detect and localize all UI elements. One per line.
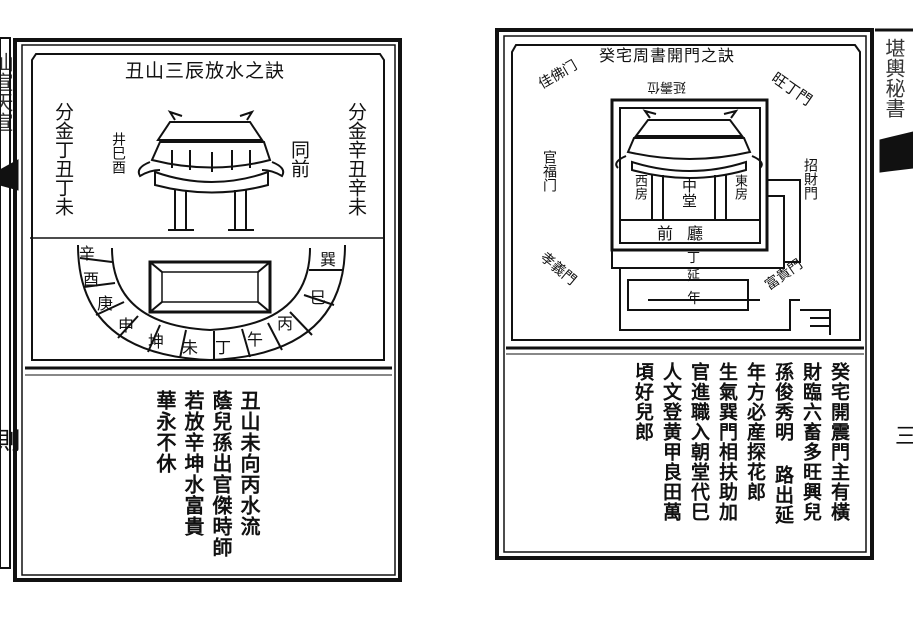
- right-verse-col-7: 人文登黄甲良田萬: [660, 362, 682, 522]
- gate-label-bottom-right: 富貴門: [762, 256, 806, 294]
- left-page-inner-frame: [21, 44, 396, 576]
- dial-dir-ding: 丁: [215, 338, 232, 357]
- left-pavilion-drawing: [137, 110, 285, 231]
- right-verse-col-2: 財臨六畜多旺興兒: [800, 362, 822, 522]
- front-hall-label: 前廳: [657, 224, 718, 243]
- dial-dir-shen: 申: [118, 316, 135, 335]
- dial-dir-wu: 午: [247, 330, 264, 349]
- left-sliver-border: [0, 37, 11, 569]
- far-left-bottom-fragment: 則: [0, 428, 20, 452]
- center-hall-label: 中堂: [680, 178, 698, 208]
- left-verse-col-2: 蔭兒孫出官傑時師: [209, 390, 233, 558]
- right-house-plan: [610, 98, 831, 335]
- dial-dir-bing: 丙: [277, 314, 294, 333]
- left-page-outer-frame: [13, 38, 402, 582]
- dial-dir-you: 酉: [83, 270, 100, 289]
- dial-dir-geng: 庚: [97, 294, 114, 313]
- left-page-title: 丑山三辰放水之訣: [125, 60, 286, 82]
- right-page-outer-frame: [495, 28, 874, 560]
- east-room-label: 東房: [732, 174, 747, 200]
- left-verse-col-3: 若放辛坤水富貴: [181, 390, 205, 537]
- gate-label-bottom-left: 孝義門: [536, 249, 580, 289]
- gate-label-top-right: 旺丁門: [768, 68, 816, 110]
- same-as-before-note: 同前: [288, 140, 310, 178]
- dial-dir-si: 巳: [310, 288, 327, 307]
- far-left-fragment: 仙宣天宣: [0, 52, 14, 132]
- west-room-label: 西房: [632, 174, 647, 200]
- dial-dir-kun: 坤: [148, 332, 165, 351]
- left-page: 丑山三辰放水之訣 分金丁丑丁未 井巳酉 同前 分金辛丑辛未 辛 酉 庚 申 坤 …: [15, 40, 400, 580]
- gate-label-right: 招財門: [802, 158, 818, 200]
- right-verse-col-5: 生氣巽門相扶助加: [716, 362, 738, 522]
- right-verse-col-8: 頃好兒郎: [632, 362, 654, 442]
- right-verse-col-6: 官進職入朝堂代巳: [688, 362, 710, 522]
- dial-dir-wei: 未: [182, 338, 199, 357]
- far-right-fragment: 堪輿秘書: [882, 38, 906, 118]
- court-nian: 年: [687, 291, 701, 307]
- well-label: 井巳酉: [110, 132, 126, 174]
- right-fenjin-label: 分金辛丑辛未: [345, 102, 367, 216]
- right-verse-col-1: 癸宅開震門主有橫: [828, 362, 850, 522]
- left-picture-box: [31, 53, 385, 361]
- right-verse-col-4: 年方必産探花郎: [744, 362, 766, 502]
- gate-label-left: 官福门: [541, 150, 557, 192]
- gate-label-top-left: 佳佛门: [535, 57, 581, 93]
- right-picture-box: [511, 44, 861, 341]
- far-right-bottom-fragment: 三: [891, 424, 913, 446]
- dial-dir-xin: 辛: [79, 244, 96, 263]
- inner-top-label: 延壽位: [647, 79, 687, 94]
- left-fenjin-label: 分金丁丑丁未: [52, 102, 74, 216]
- right-page: 癸宅周書開門之訣 佳佛门 旺丁門 官福门 招財門 孝義門 富貴門 延壽位 中堂 …: [497, 30, 872, 558]
- court-yan: 延: [687, 269, 701, 284]
- dial-dir-xun: 巽: [320, 250, 337, 269]
- right-page-inner-frame: [503, 35, 867, 553]
- right-verse-col-3: 孫俊秀明 路出延: [772, 362, 794, 525]
- court-ding: 丁: [687, 251, 701, 266]
- left-verse-col-1: 丑山未向丙水流: [237, 390, 261, 537]
- right-page-title: 癸宅周書開門之訣: [599, 46, 736, 65]
- left-direction-dial: [77, 244, 346, 362]
- left-verse-col-4: 華永不休: [153, 390, 177, 474]
- right-sliver-ornament: [879, 131, 913, 173]
